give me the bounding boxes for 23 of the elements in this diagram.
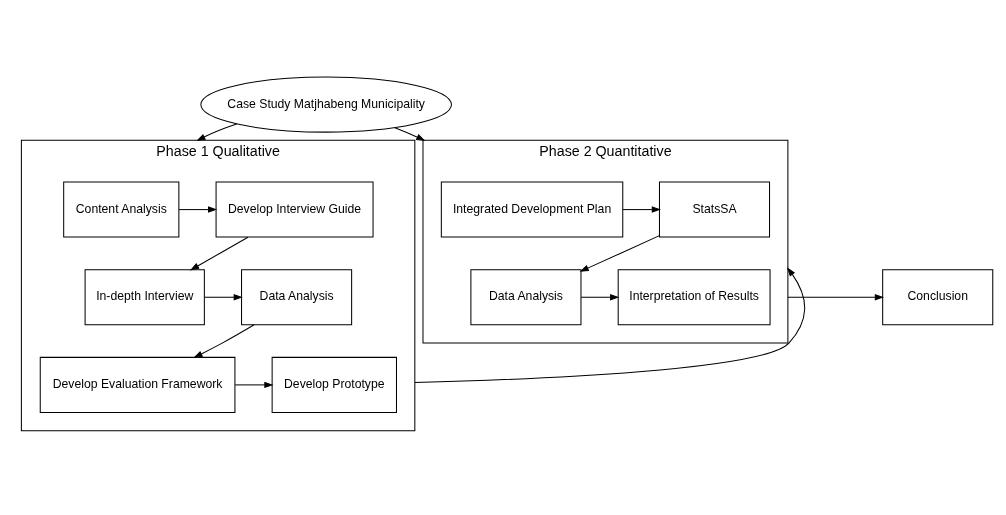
node-ellipse: Case Study Matjhabeng Municipality <box>200 76 452 133</box>
arrow <box>394 126 426 141</box>
arrow <box>579 234 660 272</box>
arrow <box>580 293 620 300</box>
node-box: In-depth Interview <box>84 268 205 325</box>
node-box: Integrated Development Plan <box>440 181 624 238</box>
node-box: StatsSA <box>658 181 771 238</box>
node-box: Develop Evaluation Framework <box>39 356 236 413</box>
arrow <box>189 236 249 270</box>
node-box: Develop Prototype <box>271 356 397 413</box>
node-box: Conclusion <box>882 268 994 325</box>
node-box: Content Analysis <box>63 181 180 238</box>
arrow <box>234 381 274 388</box>
arrow <box>622 205 661 213</box>
arrow <box>787 293 884 300</box>
arrow <box>414 266 806 383</box>
node-box: Develop Interview Guide <box>215 181 374 238</box>
node-box: Data Analysis <box>241 268 353 325</box>
node-box: Interpretation of Results <box>617 268 771 325</box>
arrow <box>193 323 255 358</box>
arrow <box>178 205 218 213</box>
arrow <box>204 293 243 300</box>
node-box: Data Analysis <box>470 268 582 325</box>
